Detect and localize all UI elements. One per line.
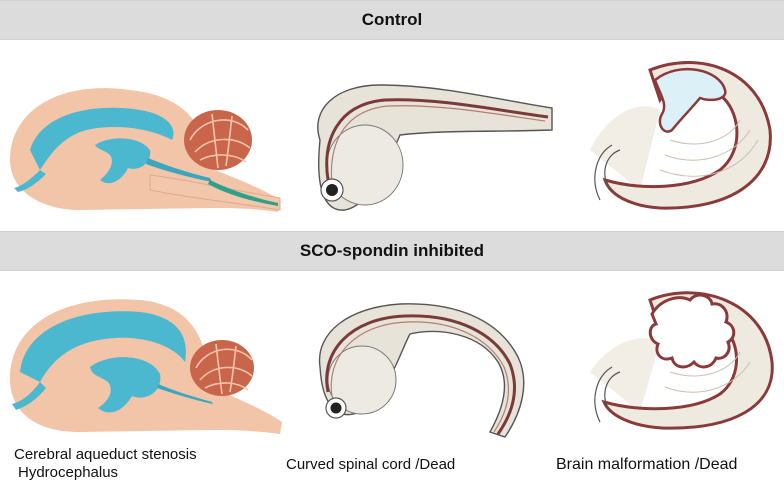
inhibited-larva-illustration: [318, 303, 525, 438]
control-larva-illustration: [317, 84, 553, 211]
embryo-tail: [594, 144, 621, 201]
brain-caption-line2: Hydrocephalus: [18, 464, 119, 481]
embryo-background: [590, 106, 660, 190]
brainstem: [149, 174, 281, 211]
embryo-caption: Brain malformation /Dead: [556, 456, 738, 473]
brain-ventricle: [653, 67, 727, 133]
embryo-layers: [659, 119, 759, 177]
malformed-brain: [648, 293, 736, 369]
fourth-ventricle: [208, 180, 278, 206]
third-ventricle: [95, 138, 151, 184]
enlarged-third-ventricle: [90, 357, 161, 413]
inhibited-row: Cerebral aqueduct stenosis Hydrocephalus…: [0, 272, 784, 500]
larva-pupil: [326, 184, 338, 196]
inhibited-header: SCO-spondin inhibited: [0, 231, 784, 271]
aqueduct: [146, 158, 212, 182]
brain-caption: Cerebral aqueduct stenosis Hydrocephalus: [14, 446, 197, 482]
frontal-horn: [12, 382, 46, 410]
cerebellum: [184, 110, 252, 170]
control-title: Control: [361, 10, 423, 29]
control-row: [0, 40, 784, 230]
embryo-tail: [594, 366, 621, 423]
embryo-background: [590, 338, 660, 412]
control-brain-illustration: [10, 88, 281, 212]
inhibited-embryo-illustration: [590, 291, 774, 430]
inhibited-title: SCO-spondin inhibited: [299, 241, 485, 260]
larva-pupil: [330, 402, 342, 414]
enlarged-lateral-ventricle: [20, 311, 186, 382]
neural-tube: [330, 321, 510, 433]
embryo-layers: [664, 351, 751, 393]
inhibited-brain-illustration: [9, 299, 283, 434]
lateral-ventricle: [30, 107, 174, 170]
frontal-horn: [14, 170, 46, 192]
control-header: Control: [0, 0, 784, 40]
stenosed-aqueduct: [157, 384, 213, 404]
cerebellum: [190, 340, 254, 396]
control-embryo-illustration: [590, 61, 772, 210]
neural-tube: [330, 105, 546, 186]
curved-spinal-cord: [325, 314, 516, 435]
spinal-cord: [325, 98, 549, 181]
larva-caption: Curved spinal cord /Dead: [286, 456, 456, 473]
brain-caption-line1: Cerebral aqueduct stenosis: [14, 446, 197, 463]
